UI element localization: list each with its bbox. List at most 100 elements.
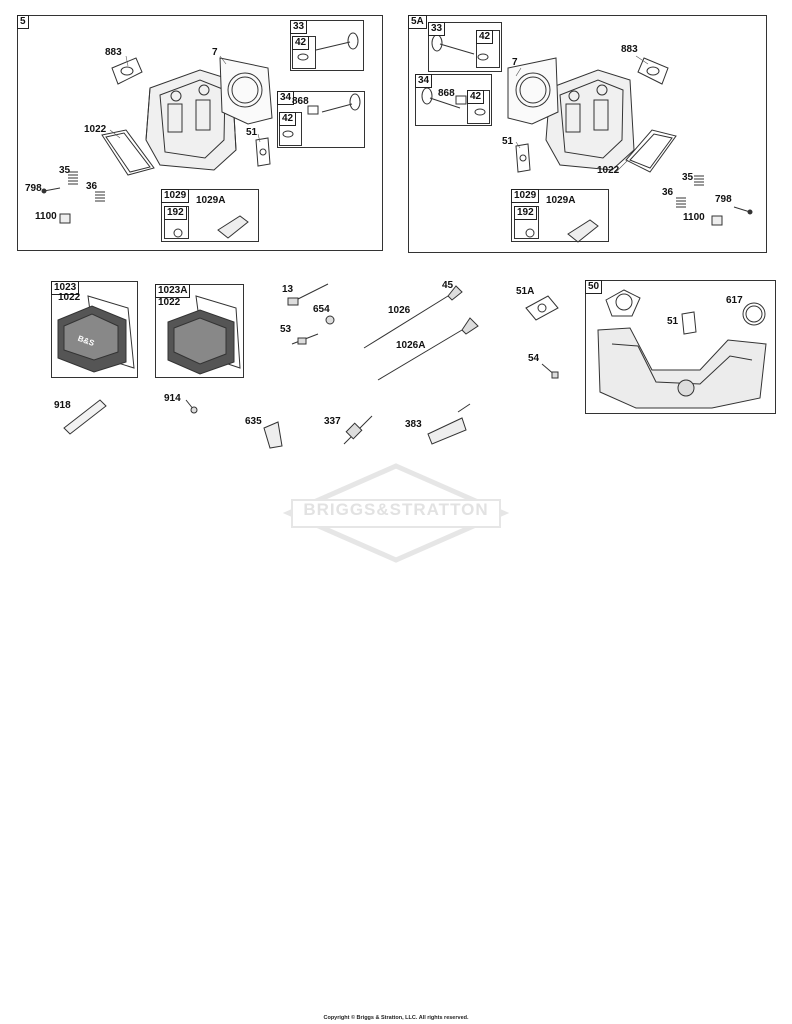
callout-7-left[interactable]: 7 <box>212 47 218 58</box>
group-33-right-box <box>428 22 502 72</box>
valves-left-drawing <box>282 32 361 138</box>
group-1023A-box <box>155 284 244 378</box>
group-192-right-tag[interactable]: 192 <box>514 206 537 220</box>
group-1029-right-box <box>511 189 609 242</box>
gasket-883-left-drawing <box>111 57 143 85</box>
watermark-text: BRIGGS&STRATTON <box>303 500 489 519</box>
group-1029-right-tag[interactable]: 1029 <box>511 189 540 203</box>
bolt-13-drawing <box>287 283 329 306</box>
valve-cover-gasket-left-drawing <box>101 129 155 176</box>
group-34-right-tag[interactable]: 34 <box>415 74 433 88</box>
callout-36-right[interactable]: 36 <box>662 187 674 198</box>
group-5A-box <box>408 15 767 253</box>
valve-cover-1023-drawing: B&S <box>57 295 135 373</box>
callout-1022-cover[interactable]: 1022 <box>58 292 81 303</box>
callout-35-right[interactable]: 35 <box>682 172 694 183</box>
group-5-tag[interactable]: 5 <box>17 15 29 29</box>
group-33-right-tag[interactable]: 33 <box>428 22 446 36</box>
callout-635[interactable]: 635 <box>245 416 262 427</box>
group-42-left-top-tag[interactable]: 42 <box>292 36 310 50</box>
intake-manifold-drawing <box>597 289 767 409</box>
screw-914-drawing <box>185 399 198 414</box>
group-34-left-box <box>277 91 365 148</box>
tube-918-drawing <box>63 399 107 435</box>
push-rod-1026-drawing <box>363 285 463 349</box>
group-1029-left-tag[interactable]: 1029 <box>161 189 190 203</box>
group-42-right-top-tag[interactable]: 42 <box>476 30 494 44</box>
callout-337[interactable]: 337 <box>324 416 341 427</box>
callout-868-right[interactable]: 868 <box>438 88 455 99</box>
group-50-box <box>585 280 776 414</box>
cylinder-head-right-drawing <box>545 69 635 171</box>
head-gasket-left-drawing <box>219 57 273 125</box>
callout-1029A-right[interactable]: 1029A <box>546 195 576 206</box>
gasket-51-right-drawing <box>515 143 531 173</box>
group-1023-box <box>51 281 138 378</box>
callout-45[interactable]: 45 <box>442 280 454 291</box>
nut-654-drawing <box>325 315 335 325</box>
group-42-left-bottom-tag[interactable]: 42 <box>279 112 297 126</box>
group-34-left-tag[interactable]: 34 <box>277 91 295 105</box>
callout-617[interactable]: 617 <box>726 295 743 306</box>
screw-54-drawing <box>541 363 559 379</box>
group-5A-tag[interactable]: 5A <box>408 15 427 29</box>
rocker-left-drawing <box>173 215 249 239</box>
group-1023A-tag[interactable]: 1023A <box>155 284 191 298</box>
callout-914[interactable]: 914 <box>164 393 181 404</box>
boot-635-drawing <box>263 421 283 449</box>
callout-798-right[interactable]: 798 <box>715 194 732 205</box>
group-42-right-bottom-tag[interactable]: 42 <box>467 90 485 104</box>
group-5-box <box>17 15 383 251</box>
callout-51-left[interactable]: 51 <box>246 127 258 138</box>
group-33-left-box <box>290 20 364 71</box>
push-rod-1026A-drawing <box>377 317 479 381</box>
callout-51-manifold[interactable]: 51 <box>667 316 679 327</box>
group-33-left-tag[interactable]: 33 <box>290 20 308 34</box>
callout-1022-left[interactable]: 1022 <box>84 124 107 135</box>
copyright-footer: Copyright © Briggs & Stratton, LLC. All … <box>323 1015 469 1021</box>
callout-1022-cover-A[interactable]: 1022 <box>158 297 181 308</box>
callout-1022-right[interactable]: 1022 <box>597 165 620 176</box>
callout-7-right[interactable]: 7 <box>512 57 518 68</box>
gasket-51A-drawing <box>525 295 559 321</box>
callout-1026A[interactable]: 1026A <box>396 340 426 351</box>
valve-cover-gasket-right-drawing <box>625 129 677 173</box>
leader-lines <box>109 55 649 173</box>
callout-51A[interactable]: 51A <box>516 286 535 297</box>
group-1029-left-box <box>161 189 259 242</box>
callout-1026[interactable]: 1026 <box>388 305 411 316</box>
group-34-right-box <box>415 74 492 126</box>
spark-plug-337-drawing <box>343 415 373 445</box>
callout-883-left[interactable]: 883 <box>105 47 122 58</box>
callout-868-left[interactable]: 868 <box>292 96 309 107</box>
group-1023-tag[interactable]: 1023 <box>51 281 80 295</box>
callout-1100-left[interactable]: 1100 <box>35 211 57 222</box>
callout-51-right[interactable]: 51 <box>502 136 514 147</box>
head-gasket-right-drawing <box>507 57 559 125</box>
callout-918[interactable]: 918 <box>54 400 71 411</box>
callout-383[interactable]: 383 <box>405 419 422 430</box>
springs-right-drawing <box>676 175 753 226</box>
callout-35-left[interactable]: 35 <box>59 165 71 176</box>
rocker-right-drawing <box>525 219 599 243</box>
cylinder-head-left-drawing <box>145 69 237 171</box>
callout-1029A-left[interactable]: 1029A <box>196 195 226 206</box>
callout-654[interactable]: 654 <box>313 304 330 315</box>
springs-left-drawing <box>41 171 105 224</box>
callout-1100-right[interactable]: 1100 <box>683 212 705 223</box>
callout-36-left[interactable]: 36 <box>86 181 98 192</box>
gasket-51-left-drawing <box>255 137 271 167</box>
valves-right-drawing <box>421 34 489 116</box>
tool-383-drawing <box>427 403 471 445</box>
group-192-left-tag[interactable]: 192 <box>164 206 187 220</box>
callout-53[interactable]: 53 <box>280 324 292 335</box>
group-50-tag[interactable]: 50 <box>585 280 603 294</box>
callout-883-right[interactable]: 883 <box>621 44 638 55</box>
gasket-883-right-drawing <box>637 57 669 85</box>
callout-798-left[interactable]: 798 <box>25 183 42 194</box>
callout-54[interactable]: 54 <box>528 353 540 364</box>
callout-13[interactable]: 13 <box>282 284 294 295</box>
